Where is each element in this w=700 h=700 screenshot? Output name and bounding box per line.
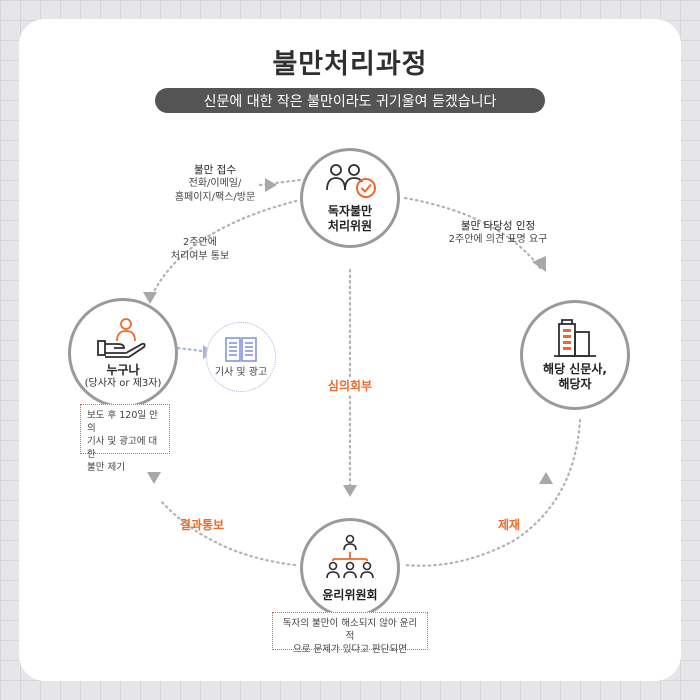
receipt-title: 불만 접수	[194, 164, 236, 176]
step-result-notice: 결과통보	[179, 518, 225, 532]
node-ethics: 윤리위원회	[300, 518, 400, 618]
newspaper-icon	[225, 336, 257, 362]
note-ethics-line1: 독자의 불만이 해소되지 않아 윤리적	[282, 618, 418, 642]
step-validity: 불만 타당성 인정 2주안에 의견 표명 요구	[428, 219, 568, 247]
receipt-line1: 전화/이메일/	[188, 178, 242, 189]
anyone-sub-label: (당사자 or 제3자)	[84, 377, 162, 389]
flow-line-receipt-arc	[148, 198, 302, 302]
note-anyone-line1: 보도 후 120일 안의	[87, 410, 158, 434]
step-sanction: 제재	[497, 518, 521, 532]
flow-line-ethics-to-anyone	[158, 498, 297, 567]
note-anyone-line2: 기사 및 광고에 대한	[87, 436, 158, 460]
articles-label: 기사 및 광고	[214, 366, 268, 378]
step-receipt: 불만 접수 전화/이메일/ 홈페이지/팩스/방문	[160, 163, 270, 205]
node-committee: 독자불만 처리위원	[300, 148, 400, 248]
page-title: 불만처리과정	[272, 49, 428, 80]
newspaper-label-line2: 해당자	[558, 377, 592, 391]
step-notify: 2주안에 처리여부 통보	[150, 236, 250, 264]
note-anyone: 보도 후 120일 안의 기사 및 광고에 대한 불만 제기	[80, 404, 170, 473]
note-anyone-line3: 불만 제기	[87, 462, 125, 473]
notify-line2: 처리여부 통보	[170, 251, 230, 262]
arrow-sanction	[539, 472, 553, 484]
notify-line1: 2주안에	[183, 237, 217, 248]
validity-title: 불만 타당성 인정	[460, 220, 536, 232]
receipt-line2: 홈페이지/팩스/방문	[174, 192, 256, 203]
arrow-result	[147, 472, 161, 484]
subtitle-pill: 신문에 대한 작은 불만이라도 귀기울여 듣겠습니다	[155, 88, 545, 113]
flow-line-committee-to-newspaper	[403, 196, 542, 270]
org-chart-icon	[326, 534, 374, 578]
arrow-validity	[532, 256, 546, 272]
node-newspaper: 해당 신문사, 해당자	[520, 300, 630, 410]
note-ethics: 독자의 불만이 해소되지 않아 윤리적 으로 문제가 있다고 판단되면	[272, 612, 428, 655]
anyone-label: 누구나	[106, 362, 140, 377]
subtitle-text: 신문에 대한 작은 불만이라도 귀기울여 듣겠습니다	[203, 93, 497, 110]
arrow-notify	[143, 292, 157, 304]
committee-label-line2: 처리위원	[327, 219, 373, 233]
people-check-icon	[326, 164, 376, 198]
ethics-label: 윤리위원회	[322, 587, 378, 602]
validity-line1: 2주안에 의견 표명 요구	[448, 234, 548, 245]
arrow-deliberation	[343, 485, 357, 497]
node-anyone: 누구나 (당사자 or 제3자)	[68, 298, 178, 408]
buildings-icon	[554, 319, 596, 357]
newspaper-label-line1: 해당 신문사,	[543, 362, 607, 376]
articles-circle: 기사 및 광고	[206, 322, 276, 392]
note-ethics-line2: 으로 문제가 있다고 판단되면	[293, 644, 407, 655]
hand-person-icon	[97, 317, 146, 358]
flow-line-newspaper-to-ethics	[403, 418, 582, 567]
committee-label-line1: 독자불만	[327, 204, 373, 218]
arrow-receipt	[265, 178, 277, 192]
step-deliberation: 심의회부	[320, 377, 380, 394]
